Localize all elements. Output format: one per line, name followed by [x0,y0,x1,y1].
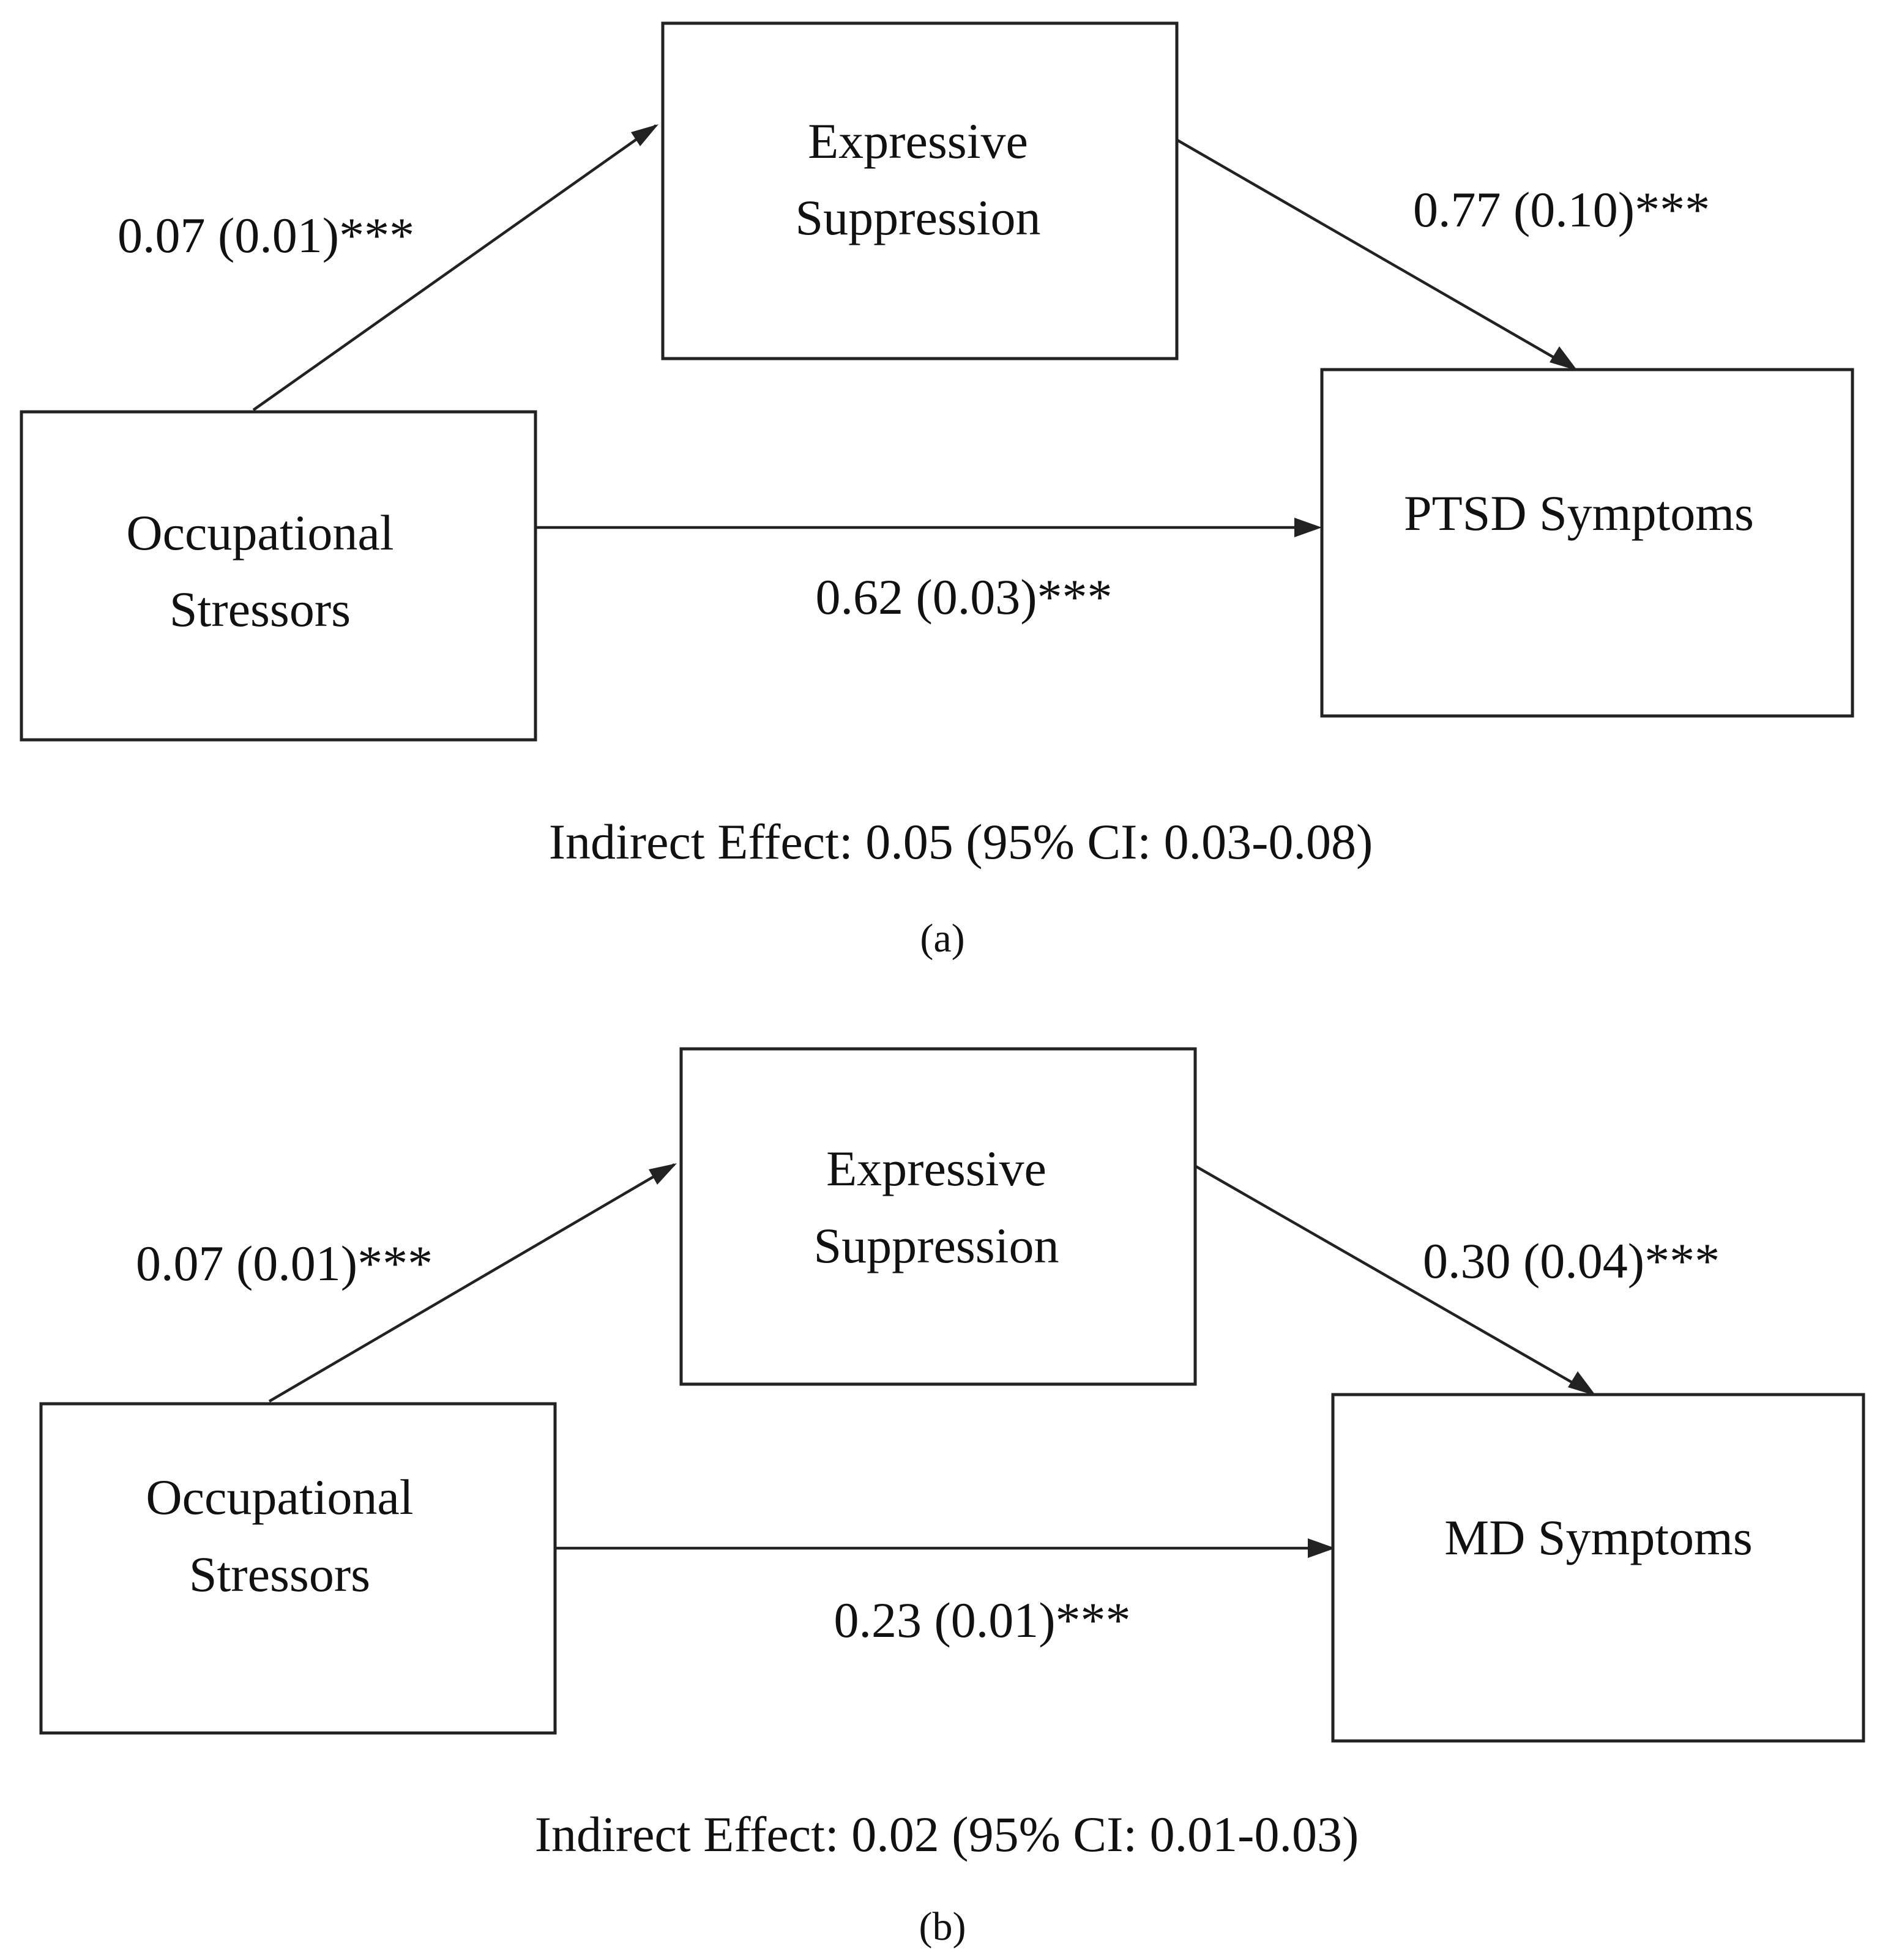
panel-b-predictor-line1: Occupational [146,1469,413,1525]
panel-a-label: (a) [920,916,964,961]
panel-a-mediator-line1: Expressive [808,113,1028,169]
panel-b-outcome-label: MD Symptoms [1444,1510,1753,1565]
panel-a-edge-mediator-to-outcome [1175,138,1574,370]
panel-a-b-path-coefficient: 0.77 (0.10)*** [1413,182,1710,237]
panel-b-mediator-line1: Expressive [826,1141,1046,1196]
panel-b-b-path-coefficient: 0.30 (0.04)*** [1423,1233,1720,1289]
panel-b-arrowhead-outcome-top [1568,1371,1596,1396]
panel-a-outcome-label: PTSD Symptoms [1404,485,1754,541]
panel-a-arrowhead-mediator [631,124,658,146]
panel-a-c-path-coefficient: 0.62 (0.03)*** [815,569,1112,625]
panel-a-outcome-box [1320,368,1854,718]
panel-a-mediator-box [661,21,1179,360]
panel-b-c-path-coefficient: 0.23 (0.01)*** [834,1592,1130,1648]
panel-a-arrowhead-outcome-left [1294,518,1322,537]
panel-a-mediator-line2: Suppression [796,190,1041,245]
panel-a-predictor-line1: Occupational [126,505,394,561]
panel-b-label: (b) [919,1904,966,1949]
panel-b-mediator-box [679,1047,1197,1386]
panel-b-a-path-coefficient: 0.07 (0.01)*** [136,1235,433,1291]
panel-b-mediator-line2: Suppression [814,1218,1059,1273]
panel-a-edge-predictor-to-mediator [252,124,657,411]
panel-b-arrowhead-mediator [649,1163,677,1185]
panel-b-edge-mediator-to-outcome [1195,1165,1592,1395]
panel-a-predictor-box [20,410,537,742]
panel-a-indirect-effect: Indirect Effect: 0.05 (95% CI: 0.03-0.08… [549,814,1373,870]
panel-a-predictor-line2: Stressors [170,581,351,637]
panel-a-arrowhead-outcome-top [1550,346,1578,371]
panel-b-edge-predictor-to-mediator [268,1163,676,1403]
panel-b-arrowhead-outcome-left [1308,1538,1335,1558]
panel-a: Expressive Suppression Occupational Stre… [20,21,1854,961]
panel-b-outcome-box [1331,1393,1865,1743]
panel-b-predictor-box [39,1402,557,1735]
panel-b-predictor-line2: Stressors [189,1546,370,1602]
panel-b: Expressive Suppression Occupational Stre… [39,1047,1865,1949]
panel-a-a-path-coefficient: 0.07 (0.01)*** [118,207,414,263]
panel-b-indirect-effect: Indirect Effect: 0.02 (95% CI: 0.01-0.03… [535,1806,1359,1862]
